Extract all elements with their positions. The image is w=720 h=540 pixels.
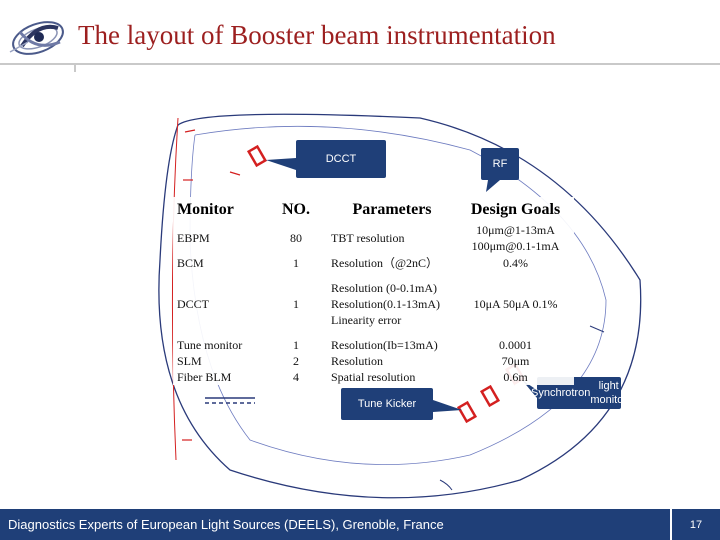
footer-text: Diagnostics Experts of European Light So… (8, 517, 444, 532)
table-row: Tune monitor 1 Resolution(Ib=13mA) 0.000… (173, 337, 574, 353)
page-number: 17 (672, 509, 720, 540)
goal-cell: 10μm@1-13mA 100μm@0.1-1mA (471, 223, 560, 253)
table-row: EBPM 80 TBT resolution 10μm@1-13mA 100μm… (173, 222, 574, 254)
institute-logo (9, 21, 64, 55)
goal-cell: 0.4% (503, 255, 528, 270)
table-row: DCCT 1 Resolution (0-0.1mA) Resolution(0… (173, 271, 574, 337)
monitor-cell: Fiber BLM (177, 370, 232, 384)
synchrotron-label-line1: Synchrotron (531, 387, 591, 399)
tune-kicker-callout: Tune Kicker (341, 388, 433, 420)
parameter-cell: Resolution (331, 354, 384, 368)
monitor-cell: BCM (177, 255, 204, 270)
goal-cell: 0.6m (503, 370, 528, 384)
rf-callout: RF (481, 148, 519, 180)
synchrotron-label-line2: light monitor (590, 380, 628, 406)
goal-cell: 70μm (501, 354, 530, 368)
monitor-cell: EBPM (177, 231, 210, 245)
count-cell: 2 (293, 354, 299, 368)
parameter-cell: Resolution (0-0.1mA) Resolution(0.1-13mA… (331, 281, 440, 327)
count-cell: 1 (293, 255, 299, 270)
title-divider (0, 63, 720, 65)
count-cell: 4 (293, 370, 299, 384)
dcct-callout: DCCT (296, 140, 386, 178)
goal-cell: 0.0001 (499, 338, 532, 352)
slide-footer: Diagnostics Experts of European Light So… (0, 509, 720, 540)
header-no: NO. (282, 200, 310, 218)
count-cell: 80 (290, 231, 302, 245)
header-design-goals: Design Goals (470, 200, 561, 218)
parameter-cell: TBT resolution (331, 231, 405, 245)
table-row: SLM 2 Resolution 70μm (173, 353, 574, 369)
parameter-cell: Resolution(Ib=13mA) (331, 338, 438, 352)
monitor-cell: Tune monitor (177, 338, 243, 352)
header-monitor: Monitor (177, 200, 234, 218)
monitor-cell: SLM (177, 354, 202, 368)
table-header-row: Monitor NO. Parameters Design Goals (173, 197, 574, 222)
table-row: Fiber BLM 4 Spatial resolution 0.6m (173, 369, 574, 385)
parameter-cell: Resolution（@2nC） (331, 255, 439, 270)
title-divider-tick (74, 63, 76, 72)
parameter-cell: Spatial resolution (331, 370, 416, 384)
header-parameters: Parameters (352, 200, 432, 218)
table-row: BCM 1 Resolution（@2nC） 0.4% (173, 254, 574, 271)
goal-cell: 10μA 50μA 0.1% (473, 297, 558, 311)
footer-bar: Diagnostics Experts of European Light So… (0, 509, 670, 540)
count-cell: 1 (293, 297, 299, 311)
slide-title: The layout of Booster beam instrumentati… (78, 20, 556, 50)
monitor-cell: DCCT (177, 297, 210, 311)
count-cell: 1 (293, 338, 299, 352)
instrumentation-table: Monitor NO. Parameters Design Goals EBPM… (173, 197, 574, 385)
